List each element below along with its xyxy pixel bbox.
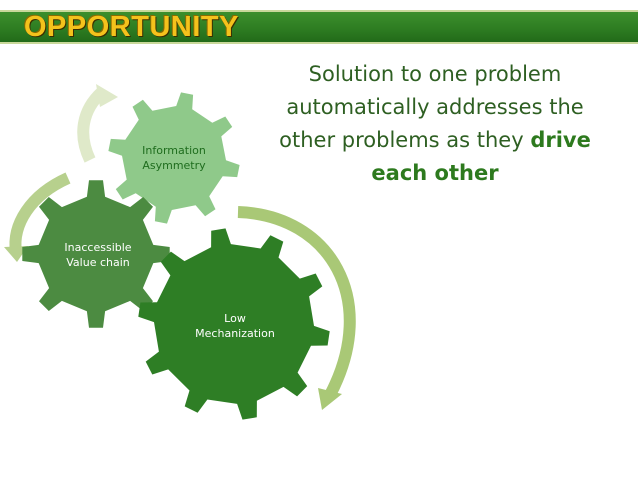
cycle-arrow-top [77,87,107,163]
gear-label-low-mechanization: Low Mechanization [195,312,275,340]
gear-low-mechanization [138,228,330,420]
caption-emphasis: drive each other [371,128,591,185]
gear-inaccessible-value-chain [22,180,170,328]
cycle-arrow-right [237,206,356,398]
cycle-arrow-left [9,172,71,253]
cycle-arrow-right-head [318,388,342,410]
slide-title: OPPORTUNITY [24,11,239,43]
caption-text: Solution to one problem automatically ad… [279,62,584,152]
cycle-arrow-top-head [96,84,118,107]
title-bar: OPPORTUNITY [0,10,638,44]
gear-label-information-asymmetry: Information Asymmetry [142,144,206,172]
caption: Solution to one problem automatically ad… [262,58,608,190]
cycle-arrow-left-head [4,246,28,262]
gear-information-asymmetry [108,92,240,224]
gear-label-inaccessible-value-chain: Inaccessible Value chain [64,241,132,269]
